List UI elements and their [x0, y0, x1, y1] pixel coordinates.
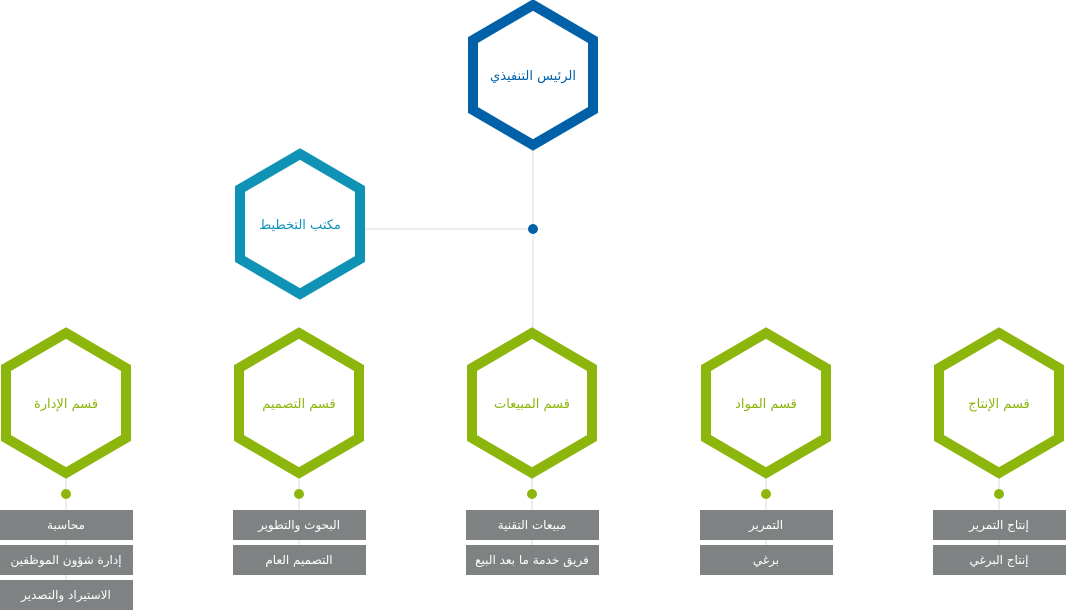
department-hexagon-0-shape — [1, 327, 131, 479]
executive-hexagon[interactable]: الرئيس التنفيذي — [468, 0, 598, 151]
sub-unit-box[interactable]: البحوث والتطوير — [232, 510, 366, 540]
sub-unit-box[interactable]: إنتاج البرغي — [932, 545, 1066, 575]
junction-dot — [528, 224, 538, 234]
department-hexagon-4-label: قسم الإنتاج — [968, 397, 1030, 412]
sub-unit-box[interactable]: إنتاج التمرير — [932, 510, 1066, 540]
department-hexagon-0[interactable]: قسم الإدارة — [1, 327, 131, 479]
planning-hexagon[interactable]: مكتب التخطيط — [235, 148, 365, 300]
department-0-dot — [61, 489, 71, 499]
department-hexagon-2-shape — [467, 327, 597, 479]
department-hexagon-1[interactable]: قسم التصميم — [234, 327, 364, 479]
department-hexagon-4-shape — [934, 327, 1064, 479]
department-hexagon-1-label: قسم التصميم — [262, 397, 335, 412]
department-hexagon-3[interactable]: قسم المواد — [701, 327, 831, 479]
department-hexagon-1-shape — [234, 327, 364, 479]
executive-hexagon-shape — [468, 0, 598, 151]
department-3-dot — [761, 489, 771, 499]
department-hexagon-3-label: قسم المواد — [735, 397, 797, 412]
department-2-dot — [527, 489, 537, 499]
sub-unit-box[interactable]: برغي — [699, 545, 833, 575]
sub-unit-box[interactable]: التمرير — [699, 510, 833, 540]
executive-hexagon-label: الرئيس التنفيذي — [490, 69, 576, 84]
department-hexagon-2[interactable]: قسم المبيعات — [467, 327, 597, 479]
planning-hexagon-shape — [235, 148, 365, 300]
department-4-dot — [994, 489, 1004, 499]
sub-unit-box[interactable]: مبيعات التقنية — [465, 510, 599, 540]
department-hexagon-3-shape — [701, 327, 831, 479]
sub-unit-box[interactable]: الاستيراد والتصدير — [0, 580, 133, 610]
sub-unit-box[interactable]: محاسبة — [0, 510, 133, 540]
planning-hexagon-label: مكتب التخطيط — [259, 218, 341, 233]
sub-unit-box[interactable]: إدارة شؤون الموظفين — [0, 545, 133, 575]
org-nodes: الرئيس التنفيذي مكتب التخطيط قسم الإدارة قس… — [1, 0, 1064, 499]
department-1-dot — [294, 489, 304, 499]
department-hexagon-4[interactable]: قسم الإنتاج — [934, 327, 1064, 479]
sub-unit-box[interactable]: التصميم العام — [232, 545, 366, 575]
department-hexagon-2-label: قسم المبيعات — [494, 397, 570, 412]
department-hexagon-0-label: قسم الإدارة — [34, 397, 98, 412]
sub-unit-box[interactable]: فريق خدمة ما بعد البيع — [465, 545, 599, 575]
